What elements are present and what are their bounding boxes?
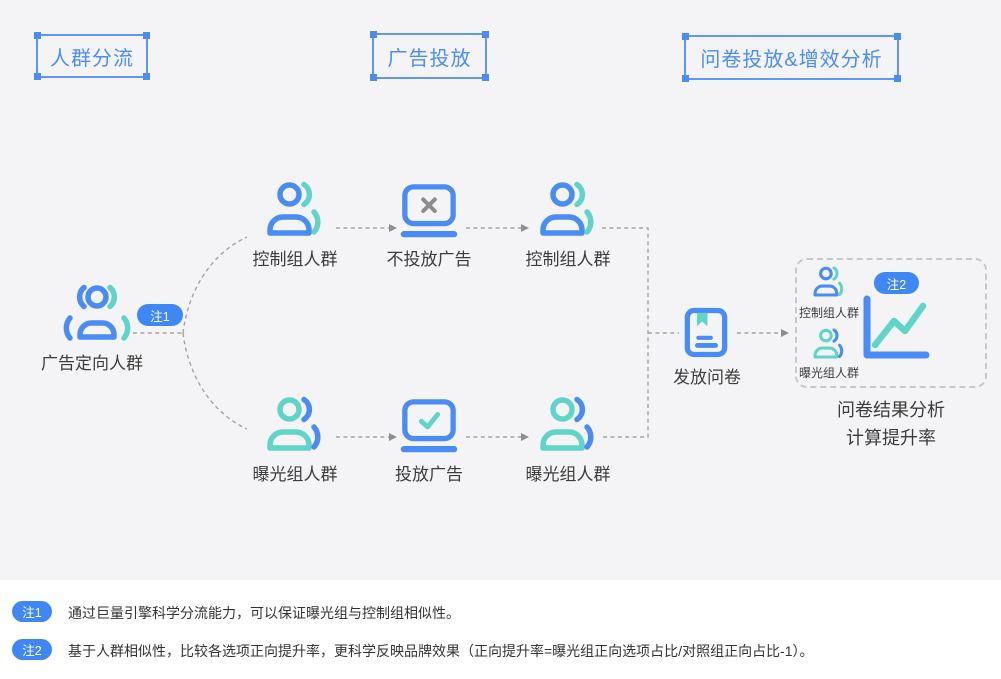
crowd-icon	[63, 284, 131, 341]
no-ad-label: 不投放广告	[386, 250, 472, 269]
diagram-background	[0, 0, 1001, 580]
selection-handle	[894, 33, 901, 40]
exposure-group-label-1: 曝光组人群	[252, 465, 338, 484]
control-group-person-icon	[540, 181, 594, 236]
panel-control-label: 控制组人群	[799, 306, 860, 320]
result-panel	[795, 258, 987, 388]
footnote2-badge: 注2	[12, 639, 52, 660]
control-group-label-1: 控制组人群	[252, 250, 338, 269]
footnote1-text: 通过巨量引擎科学分流能力，可以保证曝光组与控制组相似性。	[68, 605, 460, 621]
stage-label-audience-split: 人群分流	[34, 32, 150, 80]
selection-handle	[143, 73, 150, 80]
selection-handle	[370, 74, 377, 81]
ad-label: 投放广告	[395, 465, 463, 484]
source-audience-label: 广告定向人群	[41, 354, 143, 373]
selection-handle	[482, 31, 489, 38]
selection-handle	[682, 75, 689, 82]
exposure-group-person-icon	[267, 396, 321, 451]
note2-flag-badge: 注2	[874, 272, 919, 294]
note1-flag-badge: 注1	[137, 304, 183, 326]
connector-lines	[133, 224, 789, 441]
exposure-group-label-2: 曝光组人群	[525, 465, 611, 484]
selection-handle	[143, 32, 150, 39]
control-group-person-icon	[267, 181, 321, 236]
line-chart-icon	[863, 295, 930, 359]
stage-title: 问卷投放&增效分析	[700, 49, 883, 71]
control-group-mini-icon	[813, 266, 844, 297]
exposure-group-mini-icon	[813, 328, 844, 359]
result-caption-line2: 计算提升率	[846, 428, 936, 448]
selection-handle	[682, 33, 689, 40]
stage-title: 广告投放	[387, 47, 472, 70]
laptop-no-ad-icon	[400, 184, 458, 238]
selection-handle	[482, 74, 489, 81]
selection-handle	[894, 75, 901, 82]
stage-label-ad-delivery: 广告投放	[370, 31, 489, 81]
selection-handle	[34, 32, 41, 39]
footnote1-badge: 注1	[12, 601, 52, 622]
selection-handle	[370, 31, 377, 38]
footnote2-text: 基于人群相似性，比较各选项正向提升率，更科学反映品牌效果（正向提升率=曝光组正向…	[68, 643, 814, 659]
panel-exposure-label: 曝光组人群	[799, 366, 860, 380]
laptop-ad-icon	[400, 399, 458, 453]
stage-title: 人群分流	[50, 47, 134, 70]
selection-handle	[34, 73, 41, 80]
result-caption-line1: 问卷结果分析	[837, 400, 945, 420]
exposure-group-person-icon	[540, 396, 594, 451]
result-caption: 问卷结果分析 计算提升率	[795, 396, 987, 452]
questionnaire-label: 发放问卷	[673, 368, 741, 387]
questionnaire-icon	[684, 307, 728, 358]
stage-label-survey-analysis: 问卷投放&增效分析	[682, 33, 901, 82]
control-group-label-2: 控制组人群	[525, 250, 611, 269]
